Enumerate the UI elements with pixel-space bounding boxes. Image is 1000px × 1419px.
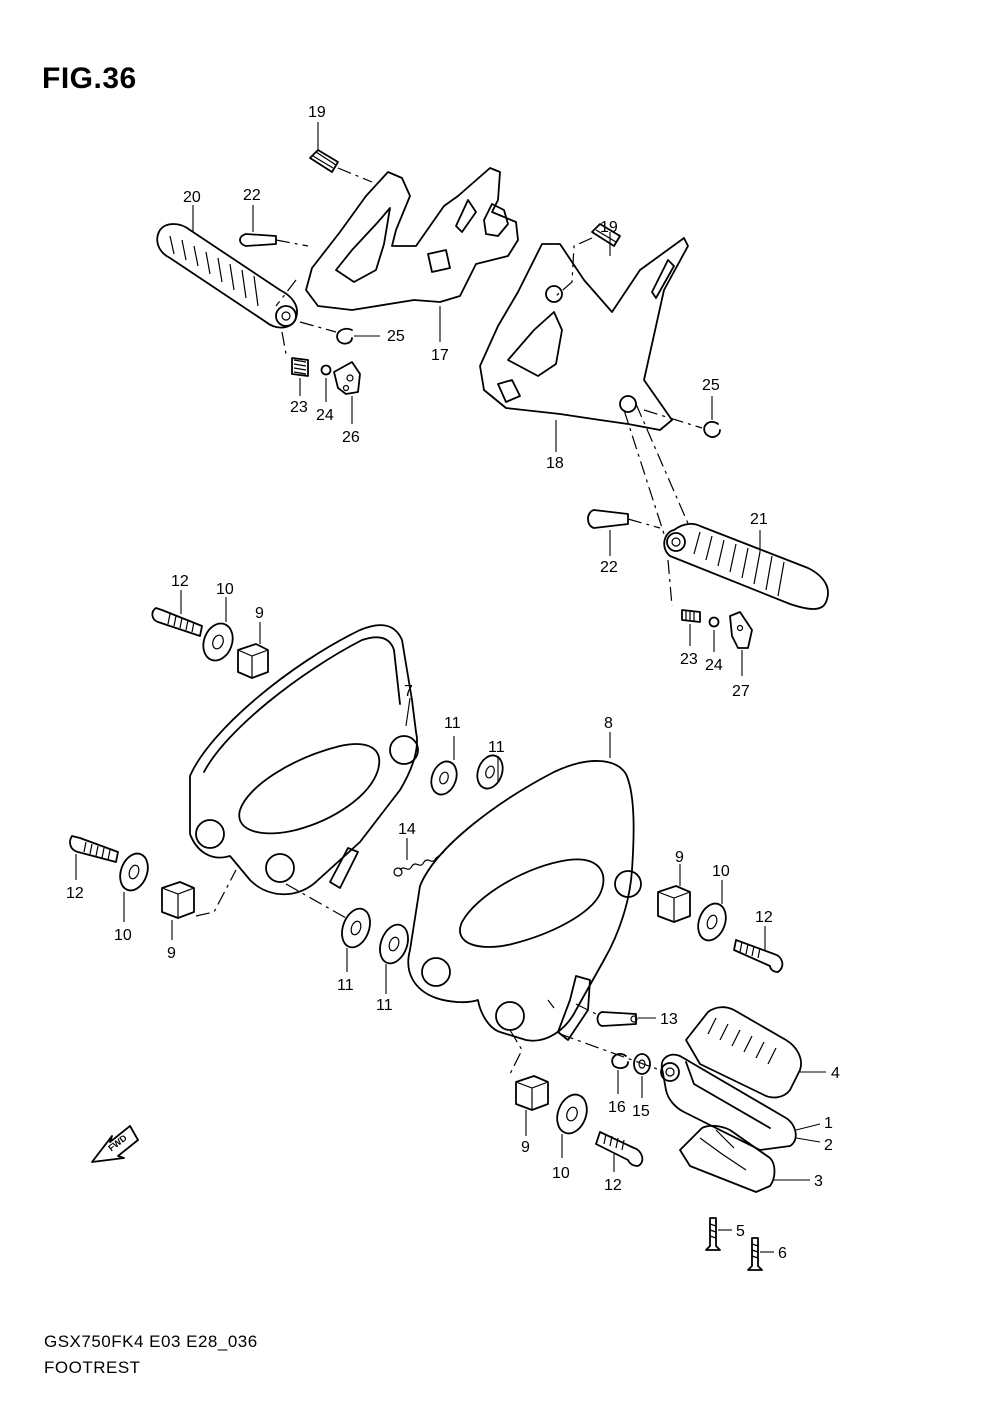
- callout-9: 9: [255, 605, 264, 622]
- bolt-12-right: [733, 926, 784, 973]
- callout-12: 12: [755, 909, 773, 926]
- figure-title: FIG.36: [42, 62, 137, 95]
- bolt-19-left: [309, 122, 373, 183]
- callout-1: 1: [824, 1115, 833, 1132]
- callout-11: 11: [488, 739, 505, 756]
- pin-13: [575, 1003, 656, 1027]
- callout-6: 6: [778, 1245, 787, 1262]
- callout-11: 11: [337, 977, 354, 994]
- callout-24: 24: [705, 657, 723, 674]
- callout-10: 10: [216, 581, 234, 598]
- e-clip-16: [611, 1053, 629, 1094]
- footpeg-1-2: [660, 1053, 821, 1151]
- screw-5: [705, 1217, 732, 1251]
- ball-24-right: [708, 616, 720, 652]
- washer-10-upper: [202, 597, 234, 662]
- callout-25: 25: [702, 377, 720, 394]
- callout-24: 24: [316, 407, 334, 424]
- callout-19: 19: [600, 219, 618, 236]
- ball-24-left: [320, 364, 332, 402]
- washer-11-c: [285, 883, 371, 972]
- spring-23-right: [667, 559, 701, 646]
- footpeg-21: [623, 403, 829, 610]
- washer-15: [559, 1033, 661, 1098]
- e-clip-25-right: [643, 396, 721, 438]
- callout-15: 15: [632, 1103, 650, 1120]
- callout-22: 22: [600, 559, 618, 576]
- callout-10: 10: [712, 863, 730, 880]
- rear-bracket-17: [305, 167, 519, 342]
- callout-10: 10: [552, 1165, 570, 1182]
- figure-name: FOOTREST: [44, 1358, 141, 1377]
- e-clip-25-left: [299, 321, 380, 345]
- callout-7: 7: [404, 683, 413, 700]
- callout-27: 27: [732, 683, 750, 700]
- washer-11-d: [379, 923, 409, 994]
- clevis-pin-22-left: [239, 205, 309, 247]
- spring-14: [393, 838, 445, 877]
- callout-9: 9: [521, 1139, 530, 1156]
- footpeg-rubber-3: [679, 1124, 810, 1193]
- callout-20: 20: [183, 189, 201, 206]
- callout-3: 3: [814, 1173, 823, 1190]
- washer-10-left: [119, 852, 149, 922]
- callout-22: 22: [243, 187, 261, 204]
- washer-10-right: [697, 880, 727, 942]
- callout-23: 23: [680, 651, 698, 668]
- callout-9: 9: [167, 945, 176, 962]
- callout-4: 4: [831, 1065, 840, 1082]
- callout-21: 21: [750, 511, 768, 528]
- callout-12: 12: [66, 885, 84, 902]
- bolt-12-left: [69, 835, 119, 880]
- callout-2: 2: [824, 1137, 833, 1154]
- bushing-9-upper: [237, 622, 269, 679]
- rear-bracket-18: [479, 237, 689, 452]
- bushing-9-lower: [509, 1029, 549, 1136]
- bolt-12-lower: [595, 1131, 644, 1172]
- callout-18: 18: [546, 455, 564, 472]
- footrest-bracket-7: [189, 624, 419, 896]
- callout-13: 13: [660, 1011, 678, 1028]
- plate-26: [333, 361, 361, 424]
- callout-16: 16: [608, 1099, 626, 1116]
- callout-25: 25: [387, 328, 405, 345]
- washer-10-lower: [556, 1093, 588, 1158]
- screw-6: [747, 1237, 774, 1271]
- bushing-9-right: [657, 864, 691, 923]
- callout-9: 9: [675, 849, 684, 866]
- callout-19: 19: [308, 104, 326, 121]
- bolt-12-upper: [151, 590, 203, 637]
- plate-27: [729, 611, 753, 676]
- callout-labels: 19 22 20 25 17 23 24 26 19 25 18 21 22 2…: [66, 104, 840, 1262]
- callout-12: 12: [604, 1177, 622, 1194]
- callout-10: 10: [114, 927, 132, 944]
- callout-12: 12: [171, 573, 189, 590]
- forward-direction-arrow-icon: FWD: [91, 1125, 139, 1163]
- washer-11-a: [430, 736, 458, 796]
- footpeg-20: [156, 205, 298, 329]
- callout-17: 17: [431, 347, 449, 364]
- callout-23: 23: [290, 399, 308, 416]
- callout-11: 11: [444, 715, 461, 732]
- clevis-pin-22-right: [587, 509, 661, 556]
- washer-11-b: [476, 754, 504, 790]
- footpeg-rubber-4: [685, 1006, 826, 1099]
- footrest-bracket-8: [407, 732, 642, 1042]
- callout-8: 8: [604, 715, 613, 732]
- callout-11: 11: [376, 997, 393, 1014]
- callout-26: 26: [342, 429, 360, 446]
- spring-23-left: [281, 331, 309, 396]
- model-code: GSX750FK4 E03 E28_036: [44, 1332, 258, 1351]
- callout-5: 5: [736, 1223, 745, 1240]
- callout-14: 14: [398, 821, 416, 838]
- bushing-9-left: [161, 869, 237, 940]
